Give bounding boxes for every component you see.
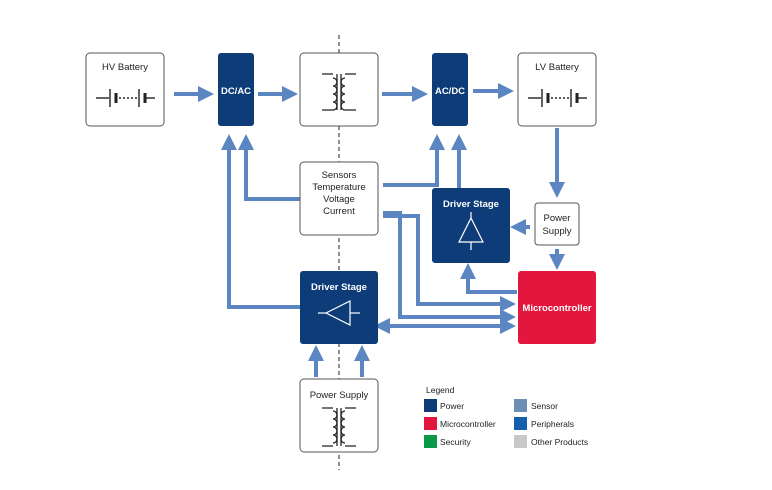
driver-stage-top-block[interactable]: Driver Stage	[432, 188, 510, 263]
legend-swatch-security	[424, 435, 437, 448]
legend-swatch-power	[424, 399, 437, 412]
amplifier-icon	[458, 212, 484, 250]
arrow-sensors-to-mcu-a	[383, 211, 516, 325]
lv-battery-block[interactable]: LV Battery	[517, 52, 597, 127]
sensors-line-3: Voltage	[323, 194, 355, 205]
arrow-mcu-to-driver-top	[460, 263, 517, 294]
power-supply-right-line-1: Power	[544, 213, 571, 224]
battery-icon	[96, 89, 155, 107]
driver-stage-bottom-block[interactable]: Driver Stage	[300, 271, 378, 344]
legend: Legend Power Sensor Microcontroller Peri…	[424, 385, 588, 448]
legend-label-power: Power	[440, 401, 464, 411]
driver-stage-top-label: Driver Stage	[443, 199, 499, 210]
dcac-label: DC/AC	[221, 86, 251, 97]
microcontroller-label: Microcontroller	[522, 303, 591, 314]
legend-label-security: Security	[440, 437, 471, 447]
acdc-block[interactable]: AC/DC	[432, 53, 468, 126]
legend-label-microcontroller: Microcontroller	[440, 419, 496, 429]
connections	[174, 83, 565, 377]
amplifier-icon	[318, 300, 360, 326]
arrow-sensors-to-acdc	[383, 134, 445, 187]
sensors-line-4: Current	[323, 206, 355, 217]
legend-title: Legend	[426, 385, 455, 395]
legend-label-peripherals: Peripherals	[531, 419, 574, 429]
legend-swatch-other-products	[514, 435, 527, 448]
sensors-line-1: Sensors	[322, 170, 357, 181]
hv-battery-block[interactable]: HV Battery	[85, 52, 165, 127]
dcac-block[interactable]: DC/AC	[218, 53, 254, 126]
driver-stage-bottom-label: Driver Stage	[311, 282, 367, 293]
arrow-sensors-to-mcu-b	[383, 214, 516, 312]
transformer-block[interactable]	[299, 52, 379, 127]
power-supply-bottom-label: Power Supply	[310, 390, 369, 401]
microcontroller-block[interactable]: Microcontroller	[518, 271, 596, 344]
sensors-line-2: Temperature	[312, 182, 365, 193]
transformer-icon	[322, 407, 356, 447]
acdc-label: AC/DC	[435, 86, 465, 97]
sensors-block[interactable]: Sensors Temperature Voltage Current	[299, 161, 379, 236]
legend-label-other-products: Other Products	[531, 437, 588, 447]
legend-swatch-peripherals	[514, 417, 527, 430]
legend-label-sensor: Sensor	[531, 401, 558, 411]
power-supply-bottom-block[interactable]: Power Supply	[299, 378, 379, 453]
power-supply-right-line-2: Supply	[542, 226, 571, 237]
arrow-sensors-to-dcac	[238, 134, 300, 201]
legend-swatch-sensor	[514, 399, 527, 412]
power-supply-right-block[interactable]: Power Supply	[534, 202, 580, 246]
arrow-driver-bottom-to-dcac	[221, 134, 300, 309]
hv-battery-label: HV Battery	[102, 62, 148, 73]
legend-swatch-microcontroller	[424, 417, 437, 430]
lv-battery-label: LV Battery	[535, 62, 579, 73]
battery-icon	[528, 89, 587, 107]
transformer-icon	[322, 73, 356, 111]
